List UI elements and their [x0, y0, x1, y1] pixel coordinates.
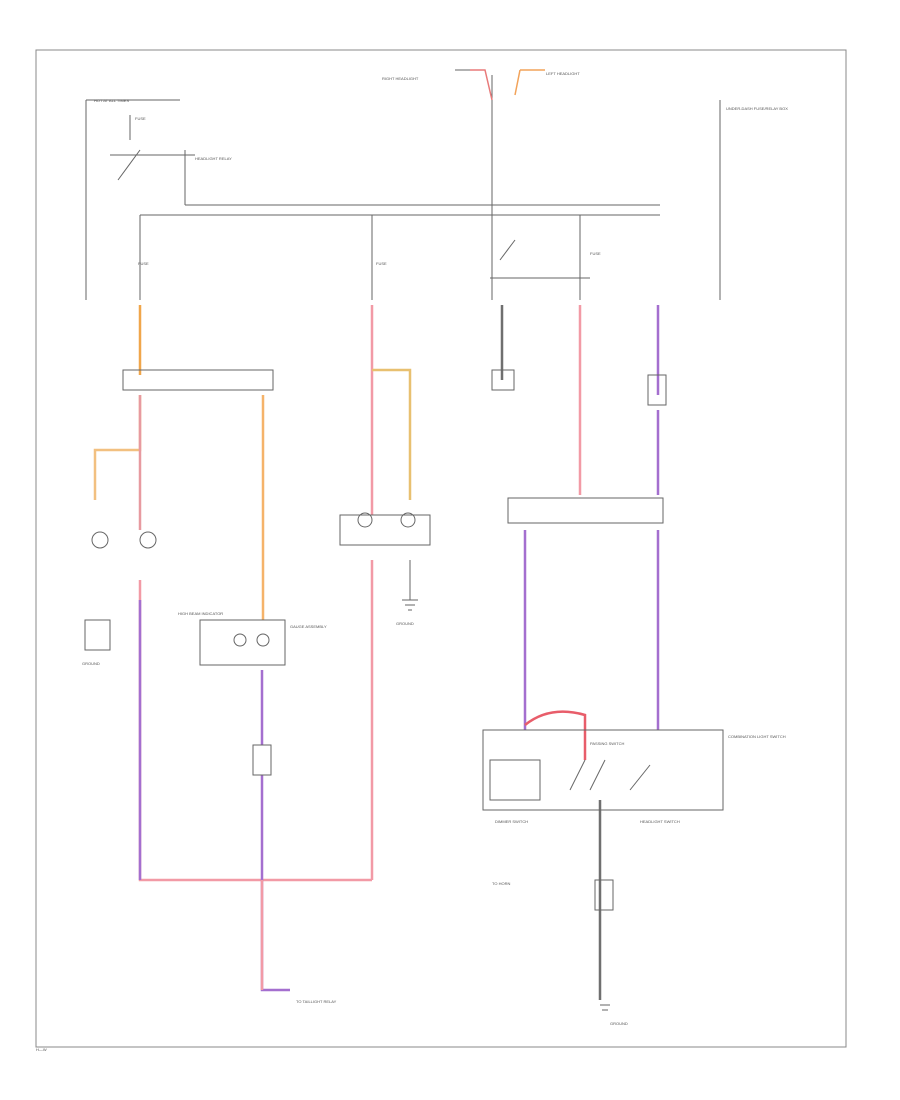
- label-combination-switch: COMBINATION LIGHT SWITCH: [728, 734, 786, 739]
- label-fuse-right: FUSE: [590, 251, 601, 256]
- label-left-headlight: LEFT HEADLIGHT: [546, 71, 580, 76]
- label-passing-switch: PASSING SWITCH: [590, 741, 624, 746]
- label-dimmer-switch: DIMMER SWITCH: [495, 819, 528, 824]
- label-gauge-assembly: GAUGE ASSEMBLY: [290, 624, 327, 629]
- label-hot-at-all-times: HOT AT ALL TIMES: [94, 98, 129, 103]
- label-to-horn: TO HORN: [492, 881, 510, 886]
- components: [84, 369, 724, 1011]
- label-headlight-switch: HEADLIGHT SWITCH: [640, 819, 680, 824]
- label-right-headlight: RIGHT HEADLIGHT: [382, 76, 419, 81]
- label-to-lighting: TO TAILLIGHT RELAY: [296, 999, 337, 1004]
- label-ground-center: GROUND: [396, 621, 414, 626]
- diagram-frame: [35, 49, 847, 1048]
- label-fuse-left: FUSE: [138, 261, 149, 266]
- label-headlight-relay: HEADLIGHT RELAY: [195, 156, 232, 161]
- top-red-wire: [470, 69, 493, 101]
- footer-code: H—W: [36, 1047, 47, 1052]
- top-orange-wire: [514, 69, 545, 96]
- wires: [93, 305, 660, 1000]
- label-ground-left: GROUND: [82, 661, 100, 666]
- label-ground-bottom: GROUND: [610, 1021, 628, 1026]
- power-distribution-box: [85, 69, 721, 300]
- label-fuse-center: FUSE: [376, 261, 387, 266]
- label-under-dash-box: UNDER-DASH FUSE/RELAY BOX: [726, 106, 788, 111]
- label-fuse-top: FUSE: [135, 116, 146, 121]
- label-high-beam-indicator: HIGH BEAM INDICATOR: [178, 611, 223, 616]
